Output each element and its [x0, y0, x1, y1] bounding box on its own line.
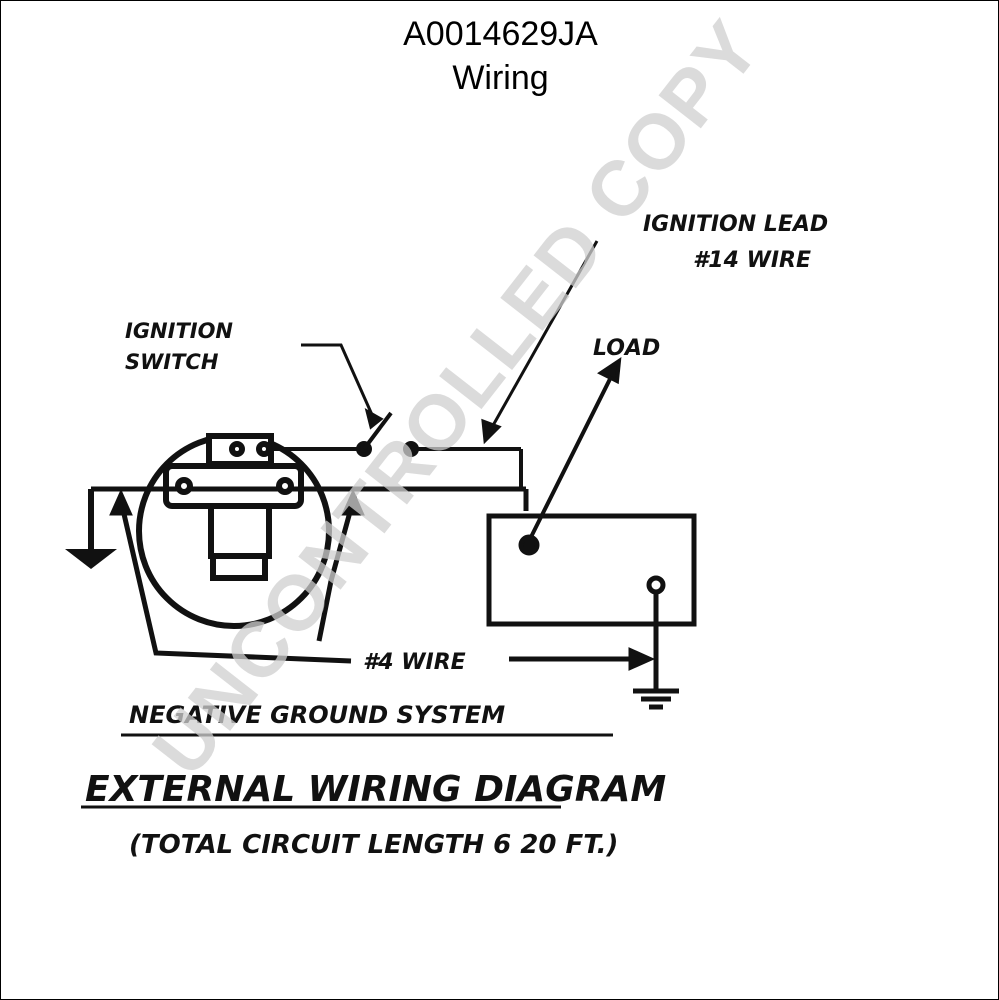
- load-arrow: [527, 356, 622, 542]
- part-number-title: A0014629JA: [403, 15, 598, 53]
- ignition-switch-label-line2: SWITCH: [125, 350, 219, 374]
- ignition-lead-label-line1: IGNITION LEAD: [643, 212, 828, 237]
- wire-4-label: #4 WIRE: [363, 650, 466, 675]
- diagram-heading: EXTERNAL WIRING DIAGRAM: [85, 769, 666, 810]
- ignition-switch-leader: [301, 343, 384, 430]
- main-wire: [91, 486, 529, 511]
- load-label: LOAD: [593, 336, 660, 361]
- page-subtitle: Wiring: [452, 59, 549, 97]
- ignition-switch-label-line1: IGNITION: [125, 319, 233, 343]
- system-label: NEGATIVE GROUND SYSTEM: [129, 701, 505, 729]
- ignition-lead-arrow: [481, 240, 599, 445]
- battery-box: [486, 513, 697, 691]
- switch-wire: [271, 411, 523, 489]
- ground-symbol-right: [633, 688, 679, 710]
- alternator: [136, 433, 332, 629]
- ground-symbol-left: [65, 489, 117, 569]
- ignition-lead-label-line2: #14 WIRE: [693, 248, 811, 273]
- circuit-note: (TOTAL CIRCUIT LENGTH 6 20 FT.): [129, 830, 618, 860]
- wire-4-loop: [109, 488, 656, 671]
